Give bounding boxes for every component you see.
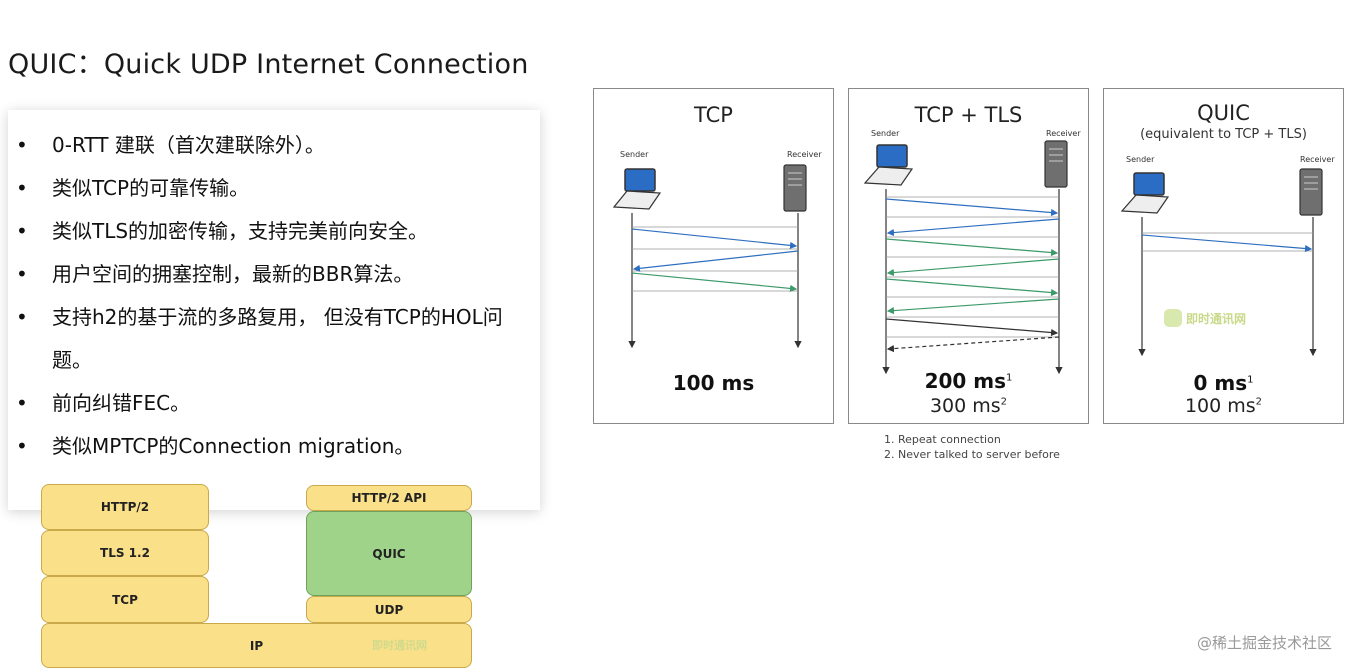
- panel-tcp: TCP Sender Receiver 100 ms: [593, 88, 834, 424]
- watermark-logo-icon: [1164, 309, 1182, 327]
- stack-ip: IP: [41, 623, 472, 668]
- server-icon: [1299, 168, 1323, 216]
- server-icon: [783, 164, 807, 212]
- footnotes: 1. Repeat connection 2. Never talked to …: [884, 432, 1060, 462]
- panel-quic: QUIC (equivalent to TCP + TLS) Sender Re…: [1103, 88, 1344, 424]
- tcp-tls-sequence-diagram: [863, 140, 1068, 375]
- stack-tcp: TCP: [41, 576, 209, 623]
- sender-label: Sender: [1126, 155, 1155, 164]
- sender-label: Sender: [871, 129, 900, 138]
- quic-sequence-diagram: 即时通讯网: [1120, 168, 1323, 357]
- stack-tls: TLS 1.2: [41, 530, 209, 576]
- footnote-1: 1. Repeat connection: [884, 433, 1001, 446]
- stack-http2: HTTP/2: [41, 484, 209, 530]
- footnote-2: 2. Never talked to server before: [884, 448, 1060, 461]
- latency-value: 100 ms: [672, 371, 755, 395]
- footer-watermark: @稀土掘金技术社区: [1196, 634, 1332, 652]
- latency-value-first: 100 ms2: [1184, 395, 1263, 417]
- stack-udp: UDP: [306, 596, 472, 623]
- server-icon: [1044, 140, 1068, 188]
- feature-item: 类似TCP的可靠传输。: [8, 167, 522, 210]
- stack-watermark-logo: 即时通讯网: [372, 639, 427, 652]
- feature-list-card: 0-RTT 建联（首次建联除外）。 类似TCP的可靠传输。 类似TLS的加密传输…: [8, 110, 540, 510]
- feature-item: 0-RTT 建联（首次建联除外）。: [8, 124, 522, 167]
- feature-item: 用户空间的拥塞控制，最新的BBR算法。: [8, 253, 522, 296]
- panel-subtitle: (equivalent to TCP + TLS): [1140, 127, 1307, 142]
- feature-list: 0-RTT 建联（首次建联除外）。 类似TCP的可靠传输。 类似TLS的加密传输…: [8, 124, 522, 468]
- receiver-label: Receiver: [787, 150, 822, 159]
- laptop-icon: [863, 144, 914, 186]
- latency-value-first: 300 ms2: [929, 395, 1008, 417]
- laptop-icon: [1120, 172, 1170, 214]
- latency-value: 0 ms1: [1193, 371, 1254, 395]
- page-title: QUIC：Quick UDP Internet Connection: [8, 49, 529, 80]
- panel-tcp-tls: TCP + TLS Sender Receiver: [848, 88, 1089, 424]
- panel-title: TCP + TLS: [914, 103, 1023, 127]
- panel-watermark: 即时通讯网: [1186, 311, 1246, 326]
- laptop-icon: [612, 168, 662, 210]
- receiver-label: Receiver: [1300, 155, 1335, 164]
- feature-item: 类似MPTCP的Connection migration。: [8, 425, 522, 468]
- stack-quic: QUIC: [306, 511, 472, 596]
- panel-title: QUIC: [1197, 101, 1250, 125]
- receiver-label: Receiver: [1046, 129, 1081, 138]
- feature-item: 支持h2的基于流的多路复用， 但没有TCP的HOL问题。: [8, 296, 522, 382]
- feature-item: 前向纠错FEC。: [8, 382, 522, 425]
- tcp-sequence-diagram: [612, 164, 807, 349]
- latency-value: 200 ms1: [924, 369, 1013, 393]
- panel-title: TCP: [694, 103, 733, 127]
- feature-item: 类似TLS的加密传输，支持完美前向安全。: [8, 210, 522, 253]
- sender-label: Sender: [620, 150, 649, 159]
- stack-http2-api: HTTP/2 API: [306, 485, 472, 511]
